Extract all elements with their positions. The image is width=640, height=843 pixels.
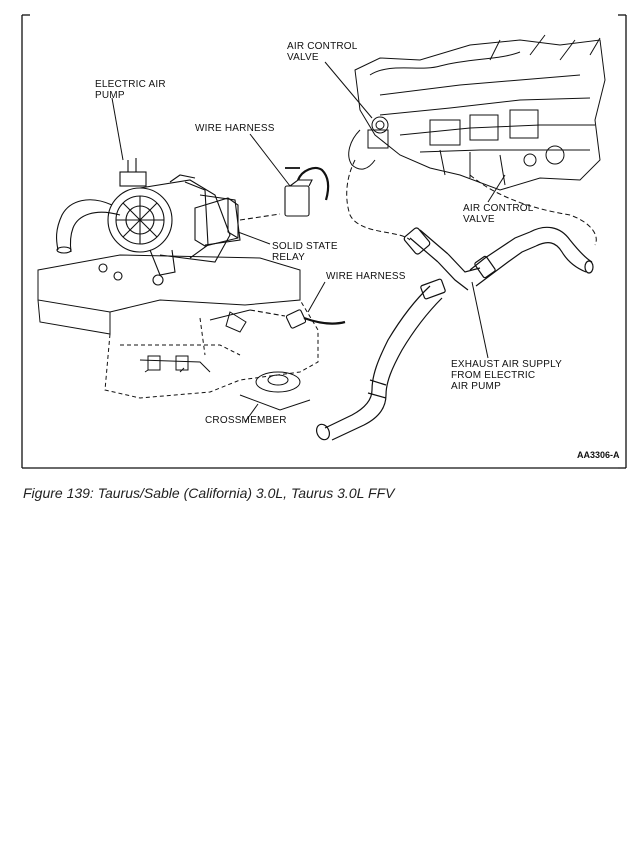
crossmember-drawing <box>37 254 319 411</box>
label-exhaust-air-supply: EXHAUST AIR SUPPLY FROM ELECTRIC AIR PUM… <box>451 359 563 392</box>
figure-caption: Figure 139: Taurus/Sable (California) 3.… <box>23 485 395 501</box>
dashed-connectors <box>346 159 597 246</box>
electric-air-pump-drawing <box>55 158 241 286</box>
label-wire-harness-mid: WIRE HARNESS <box>326 271 406 282</box>
figure-border <box>21 14 627 469</box>
leader-lines <box>111 61 506 423</box>
exhaust-air-supply-hose <box>315 226 594 441</box>
label-air-control-valve-mid: AIR CONTROL VALVE <box>463 203 534 225</box>
label-crossmember: CROSSMEMBER <box>205 415 287 426</box>
label-air-control-valve-top: AIR CONTROL VALVE <box>287 41 358 63</box>
label-electric-air-pump: ELECTRIC AIR PUMP <box>95 79 166 101</box>
label-wire-harness-top: WIRE HARNESS <box>195 123 275 134</box>
wire-harness-mid-drawing <box>209 309 346 329</box>
engine-drawing <box>348 34 606 191</box>
label-solid-state-relay: SOLID STATE RELAY <box>272 241 338 263</box>
figure-code: AA3306-A <box>577 450 620 460</box>
relay-and-harness-drawing <box>194 166 330 247</box>
